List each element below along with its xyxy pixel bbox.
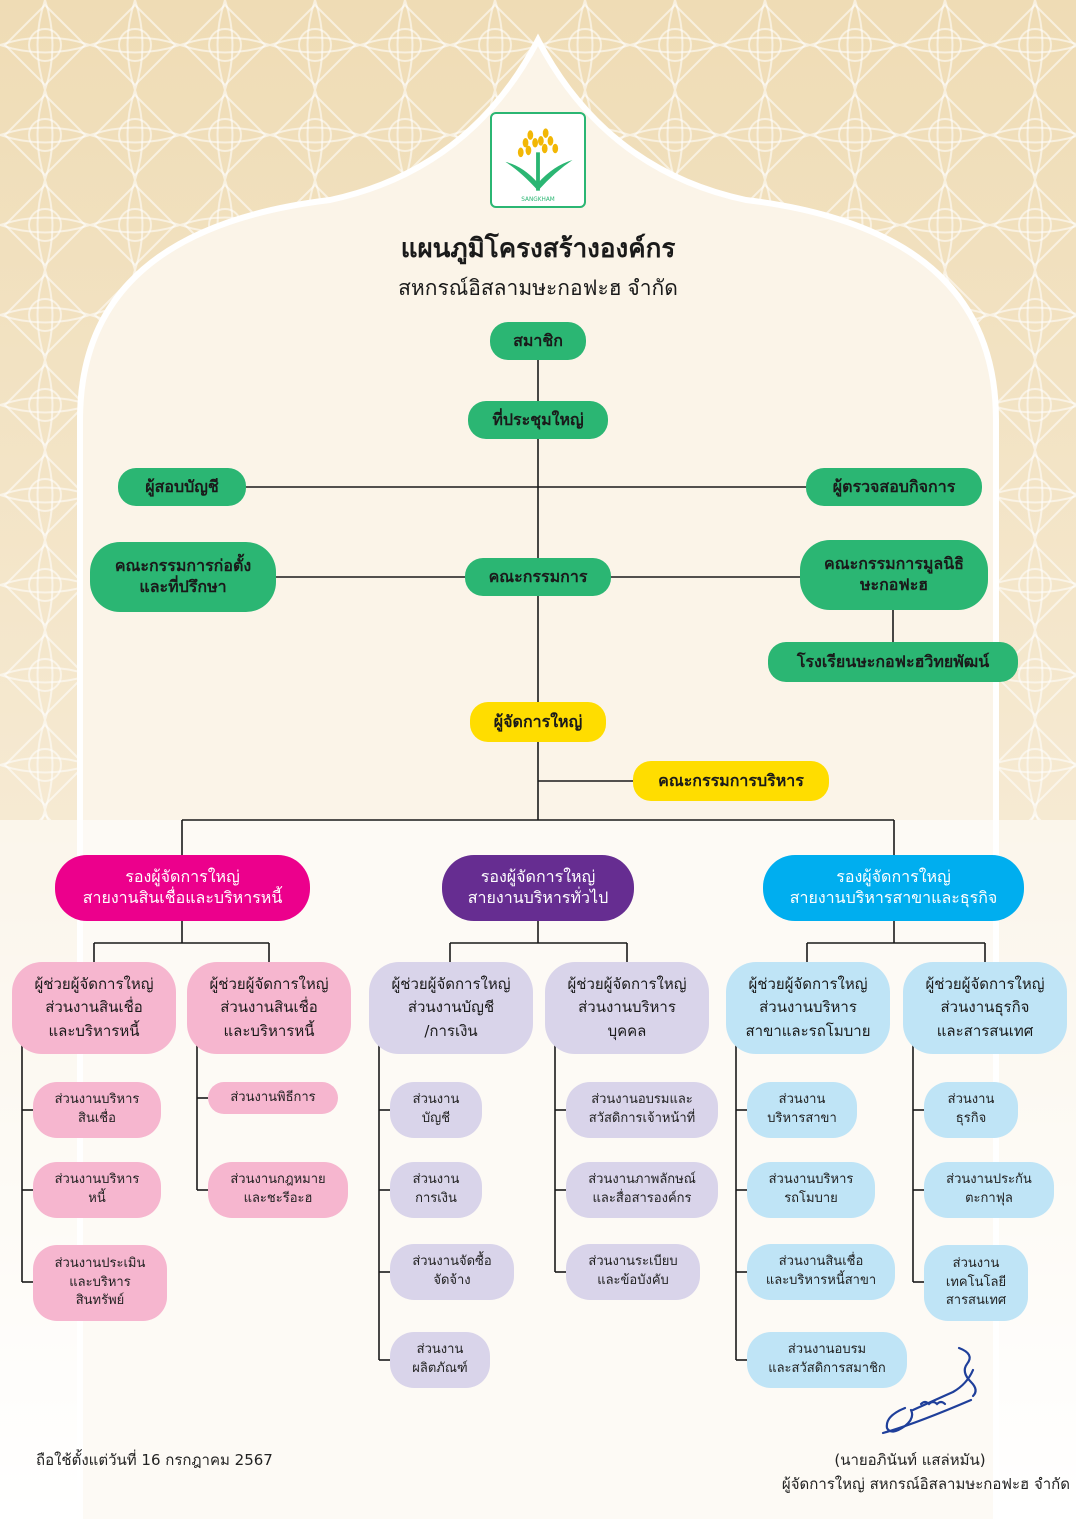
dept-ceremony: ส่วนงานพิธีการ (208, 1082, 338, 1114)
node-ap-hr: ผู้ช่วยผู้จัดการใหญ่ส่วนงานบริหารบุคคล (545, 962, 709, 1054)
dept-asset-assessment: ส่วนงานประเมินและบริหารสินทรัพย์ (33, 1245, 167, 1321)
dept-takaful-insurance: ส่วนงานประกันตะกาฟุล (924, 1162, 1054, 1218)
node-vp-credit: รองผู้จัดการใหญ่สายงานสินเชื่อและบริหารห… (55, 855, 310, 921)
logo-text: SANGKHAM (521, 197, 554, 203)
node-members: สมาชิก (490, 322, 586, 360)
dept-regulations: ส่วนงานระเบียบและข้อบังคับ (566, 1244, 700, 1300)
node-foundation-committee: คณะกรรมการมูลนิธิษะกอฟะฮ (800, 540, 988, 610)
dept-business: ส่วนงานธุรกิจ (924, 1082, 1018, 1138)
node-school: โรงเรียนษะกอฟะฮวิทยพัฒน์ (768, 642, 1018, 682)
dept-staff-training-welfare: ส่วนงานอบรมและสวัสดิการเจ้าหน้าที่ (566, 1082, 718, 1138)
node-ap-business: ผู้ช่วยผู้จัดการใหญ่ส่วนงานธุรกิจและสารส… (903, 962, 1067, 1054)
node-board: คณะกรรมการ (465, 558, 611, 596)
node-general-meeting: ที่ประชุมใหญ่ (468, 401, 608, 439)
effective-date: ถือใช้ตั้งแต่วันที่ 16 กรกฎาคม 2567 (36, 1451, 273, 1469)
dept-procurement: ส่วนงานจัดซื้อจัดจ้าง (390, 1244, 514, 1300)
node-vp-branch: รองผู้จัดการใหญ่สายงานบริหารสาขาและธุรกิ… (763, 855, 1024, 921)
node-ap-accounting: ผู้ช่วยผู้จัดการใหญ่ส่วนงานบัญชี/การเงิน (369, 962, 533, 1054)
node-executive-committee: คณะกรรมการบริหาร (633, 761, 829, 801)
dept-finance: ส่วนงานการเงิน (390, 1162, 482, 1218)
dept-branch-credit-debt: ส่วนงานสินเชื่อและบริหารหนี้สาขา (747, 1244, 895, 1300)
dept-information-technology: ส่วนงานเทคโนโลยีสารสนเทศ (924, 1245, 1028, 1321)
node-vp-admin: รองผู้จัดการใหญ่สายงานบริหารทั่วไป (442, 855, 634, 921)
dept-products: ส่วนงานผลิตภัณฑ์ (390, 1332, 490, 1388)
dept-credit-admin: ส่วนงานบริหารสินเชื่อ (33, 1082, 161, 1138)
node-ap-credit-1: ผู้ช่วยผู้จัดการใหญ่ส่วนงานสินเชื่อและบร… (12, 962, 176, 1054)
dept-mobile-admin: ส่วนงานบริหารรถโมบาย (747, 1162, 875, 1218)
node-inspector: ผู้ตรวจสอบกิจการ (806, 468, 982, 506)
dept-corporate-communication: ส่วนงานภาพลักษณ์และสื่อสารองค์กร (566, 1162, 718, 1218)
signer-name: (นายอภินันท์ แสล่หมัน) (834, 1451, 986, 1469)
node-founding-committee: คณะกรรมการก่อตั้งและที่ปรึกษา (90, 542, 276, 612)
dept-legal-sharia: ส่วนงานกฎหมายและชะรีอะฮ (208, 1162, 348, 1218)
handwritten-signature-icon (881, 1346, 977, 1435)
dept-member-training-welfare: ส่วนงานอบรมและสวัสดิการสมาชิก (747, 1332, 907, 1388)
node-auditor: ผู้สอบบัญชี (118, 468, 246, 506)
node-general-manager: ผู้จัดการใหญ่ (470, 702, 606, 742)
rice-stalk-logo-icon: SANGKHAM (490, 112, 586, 208)
dept-branch-admin: ส่วนงานบริหารสาขา (747, 1082, 857, 1138)
node-ap-credit-2: ผู้ช่วยผู้จัดการใหญ่ส่วนงานสินเชื่อและบร… (187, 962, 351, 1054)
page-title: แผนภูมิโครงสร้างองค์กร (400, 233, 676, 263)
dept-debt-admin: ส่วนงานบริหารหนี้ (33, 1162, 161, 1218)
page-subtitle: สหกรณ์อิสลามษะกอฟะฮ จำกัด (398, 277, 678, 300)
node-ap-branch: ผู้ช่วยผู้จัดการใหญ่ส่วนงานบริหารสาขาและ… (726, 962, 890, 1054)
dept-accounting: ส่วนงานบัญชี (390, 1082, 482, 1138)
signer-title: ผู้จัดการใหญ่ สหกรณ์อิสลามษะกอฟะฮ จำกัด (781, 1475, 1070, 1493)
